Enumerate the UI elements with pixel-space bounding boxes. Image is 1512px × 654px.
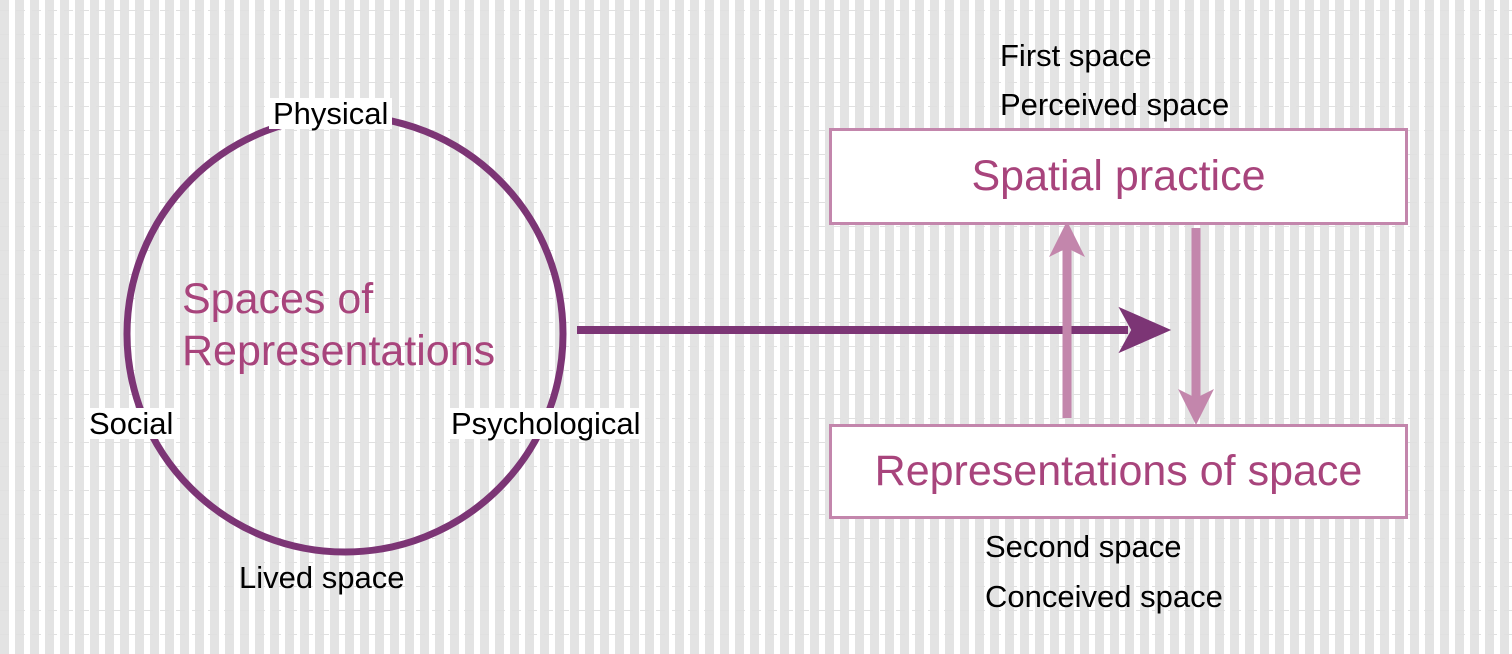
representations-of-space-label: Representations of space <box>874 447 1363 495</box>
circle-center-label-line1: Spaces of <box>182 275 374 323</box>
circle-label-lived-space: Lived space <box>239 560 405 595</box>
circle-label-social: Social <box>85 408 178 439</box>
spatial-practice-box[interactable]: Spatial practice <box>829 128 1408 225</box>
circle-center-label-line2: Representations <box>182 327 496 375</box>
caption-conceived-space: Conceived space <box>985 579 1223 614</box>
circle-label-psychological: Psychological <box>447 408 645 439</box>
circle-label-physical: Physical <box>269 98 393 129</box>
caption-first-space: First space <box>1000 38 1152 73</box>
caption-second-space: Second space <box>985 529 1182 564</box>
spatial-practice-label: Spatial practice <box>971 152 1266 200</box>
representations-of-space-box[interactable]: Representations of space <box>829 424 1408 519</box>
caption-perceived-space: Perceived space <box>1000 87 1230 122</box>
